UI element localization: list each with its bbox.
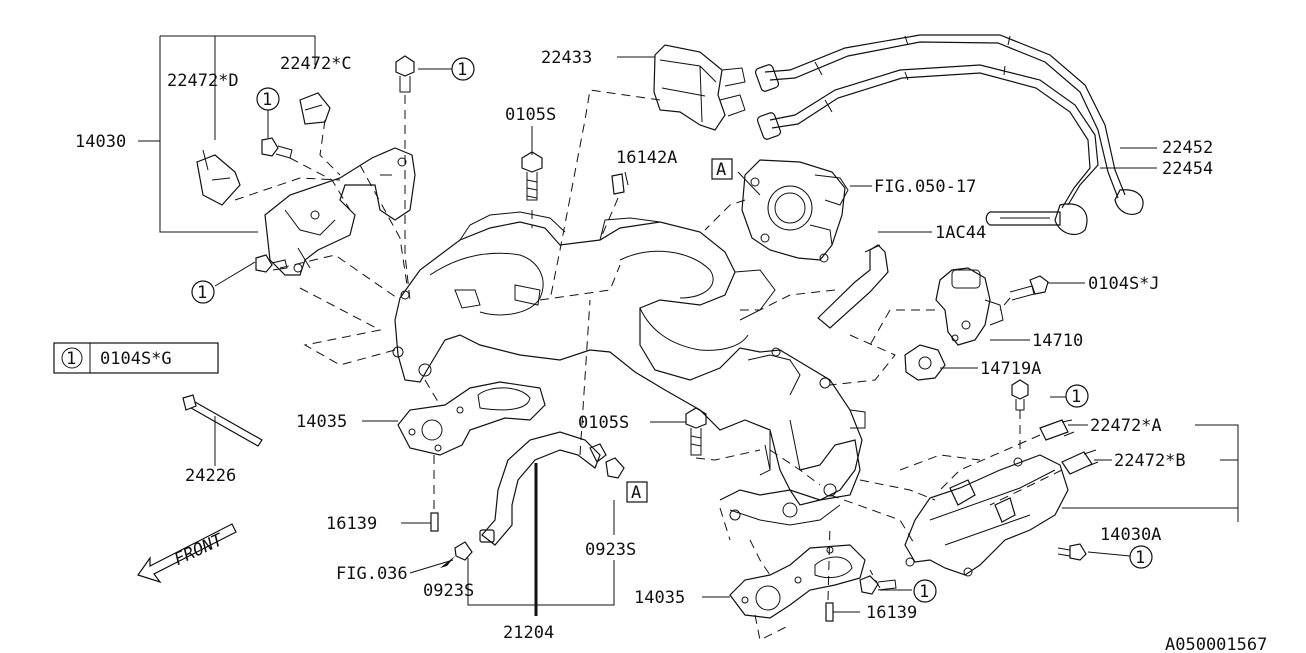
gasket-14035-left bbox=[397, 381, 546, 456]
plug-wires bbox=[754, 34, 1144, 235]
callout-1-c: 1 bbox=[191, 280, 215, 304]
bolt-callout-left-upper bbox=[261, 137, 293, 159]
label-22472A: 22472*A bbox=[1090, 416, 1162, 436]
bolt-callout-right bbox=[1011, 379, 1029, 411]
hose-1AC44 bbox=[817, 244, 889, 329]
legend-box: 1 0104S*G bbox=[53, 342, 219, 374]
bolt-callout-bottom-right bbox=[1057, 543, 1087, 561]
gasket-14719A bbox=[904, 344, 946, 381]
legend-symbol: 1 bbox=[66, 349, 76, 369]
label-22472B: 22472*B bbox=[1114, 451, 1186, 471]
part-labels: 14030 22472*D 22472*C 22433 0105S 16142A… bbox=[75, 48, 1267, 653]
bolt-0105S-top bbox=[521, 151, 543, 201]
label-14030A: 14030A bbox=[1100, 525, 1161, 545]
svg-text:1: 1 bbox=[262, 90, 272, 110]
svg-text:1: 1 bbox=[919, 582, 929, 602]
label-22454: 22454 bbox=[1162, 159, 1213, 179]
front-direction-arrow: FRONT bbox=[137, 523, 237, 584]
svg-text:1: 1 bbox=[1135, 548, 1145, 568]
label-16139-right: 16139 bbox=[866, 603, 917, 623]
label-14030: 14030 bbox=[75, 132, 126, 152]
ref-box-a-bottom: A bbox=[626, 481, 648, 503]
callout-1-b: 1 bbox=[256, 87, 280, 111]
callout-1-e: 1 bbox=[1129, 545, 1153, 569]
bolt-callout-bottom bbox=[859, 575, 897, 595]
label-0923S-right: 0923S bbox=[585, 540, 636, 560]
hose-21204 bbox=[454, 431, 625, 561]
valve-14710 bbox=[935, 267, 1004, 346]
label-14719A: 14719A bbox=[980, 359, 1041, 379]
throttle-body bbox=[741, 159, 849, 263]
label-0923S-left: 0923S bbox=[423, 581, 474, 601]
bracket-14030 bbox=[138, 35, 416, 276]
ref-box-a-top: A bbox=[711, 158, 733, 180]
label-22472C: 22472*C bbox=[280, 54, 352, 74]
diagram-code: A050001567 bbox=[1165, 635, 1267, 653]
svg-text:1: 1 bbox=[197, 283, 207, 303]
label-16142A: 16142A bbox=[616, 148, 677, 168]
label-22433: 22433 bbox=[541, 48, 592, 68]
label-fig050: FIG.050-17 bbox=[874, 177, 976, 197]
pin-16139-left bbox=[430, 512, 439, 532]
callout-1-d: 1 bbox=[1065, 384, 1089, 408]
bolt-callout-left-lower bbox=[255, 254, 288, 273]
pin-16142A bbox=[611, 173, 625, 195]
pin-16139-right bbox=[825, 602, 834, 622]
label-22472D: 22472*D bbox=[167, 71, 239, 91]
leader-lines bbox=[214, 56, 1239, 616]
ignition-coil-22433 bbox=[653, 44, 746, 131]
svg-text:1: 1 bbox=[1071, 387, 1081, 407]
front-label: FRONT bbox=[171, 529, 227, 569]
legend-part: 0104S*G bbox=[100, 349, 172, 369]
gasket-14035-right bbox=[729, 544, 866, 619]
label-14035-right: 14035 bbox=[634, 588, 685, 608]
bolt-callout-top bbox=[395, 55, 415, 93]
svg-text:A: A bbox=[631, 483, 641, 503]
label-fig036: FIG.036 bbox=[336, 564, 408, 584]
svg-text:1: 1 bbox=[457, 60, 467, 80]
label-0105S-mid: 0105S bbox=[578, 413, 629, 433]
cable-tie-24226 bbox=[182, 394, 263, 447]
assembly-dash-lines bbox=[234, 89, 1063, 641]
label-24226: 24226 bbox=[185, 466, 236, 486]
label-1AC44: 1AC44 bbox=[935, 223, 986, 243]
bolt-0104SJ bbox=[1009, 275, 1049, 301]
label-22452: 22452 bbox=[1162, 138, 1213, 158]
callout-1-f: 1 bbox=[913, 579, 937, 603]
bolt-0105S-mid bbox=[685, 407, 707, 456]
label-14035-left: 14035 bbox=[296, 412, 347, 432]
intake-manifold bbox=[392, 211, 866, 526]
callout-1-a: 1 bbox=[451, 57, 475, 81]
label-0105S-top: 0105S bbox=[505, 105, 556, 125]
fuel-rail-14030A bbox=[904, 419, 1099, 577]
label-16139-left: 16139 bbox=[326, 514, 377, 534]
label-21204: 21204 bbox=[503, 623, 554, 643]
label-0104SJ: 0104S*J bbox=[1088, 274, 1160, 294]
svg-text:A: A bbox=[716, 160, 726, 180]
callout-circles: 1 1 1 1 1 1 bbox=[191, 57, 1153, 603]
label-14710: 14710 bbox=[1032, 331, 1083, 351]
